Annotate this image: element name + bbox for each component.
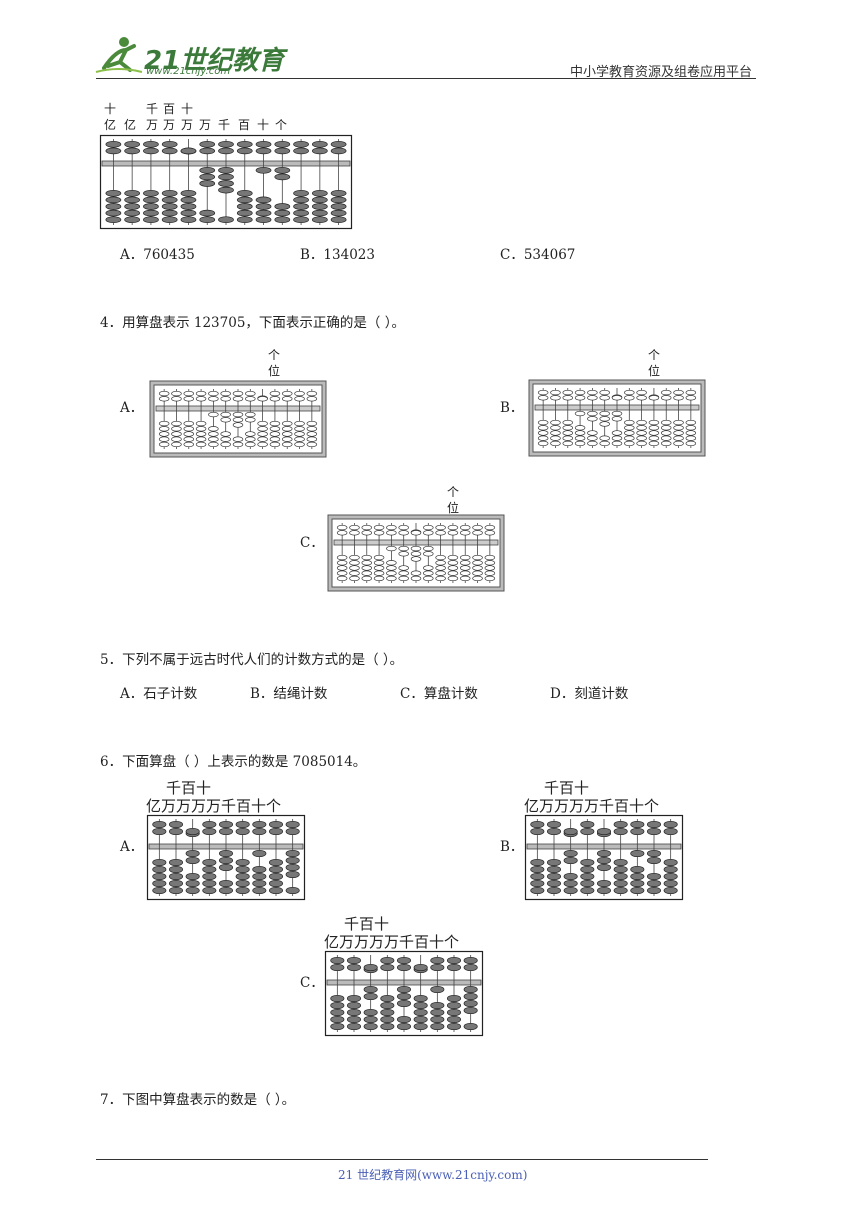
place-label: 十 — [104, 102, 117, 116]
place-label-bottom: 亿万万万万千百十个 — [524, 797, 660, 815]
place-label: 十 — [257, 118, 270, 132]
logo-title: 21世纪教育 — [144, 46, 285, 76]
abacus-option-b[interactable] — [524, 814, 684, 901]
place-label: 亿 — [104, 118, 117, 132]
option-a[interactable]: A．石子计数 — [120, 686, 198, 702]
option-a[interactable]: A．760435 — [120, 247, 195, 263]
abacus-option-c[interactable] — [327, 514, 505, 592]
question-6: 6．下面算盘（ ）上表示的数是 7085014。 — [100, 754, 367, 770]
option-c-label[interactable]: C． — [300, 975, 324, 991]
place-label-bottom: 亿万万万万千百十个 — [146, 797, 282, 815]
place-label: 千 — [218, 118, 231, 132]
place-label: 万 — [181, 118, 194, 132]
place-label: 千 — [146, 102, 159, 116]
abacus-figure — [99, 134, 353, 230]
unit-label: 位 — [447, 501, 460, 515]
unit-label: 个 — [648, 348, 661, 362]
option-b[interactable]: B．134023 — [300, 247, 375, 263]
option-a-label[interactable]: A． — [120, 400, 144, 416]
place-label: 个 — [275, 118, 288, 132]
unit-label: 个 — [447, 485, 460, 499]
option-b-label[interactable]: B． — [500, 400, 524, 416]
option-a-label[interactable]: A． — [120, 839, 144, 855]
place-label-top: 千百十 — [166, 779, 212, 797]
place-label: 万 — [163, 118, 176, 132]
place-label: 万 — [146, 118, 159, 132]
unit-label: 个 — [268, 348, 281, 362]
place-label: 百 — [163, 102, 176, 116]
question-7: 7．下图中算盘表示的数是（ ）。 — [100, 1092, 296, 1108]
abacus-option-c[interactable] — [324, 950, 484, 1037]
place-label-bottom: 亿万万万万千百十个 — [324, 933, 460, 951]
footer-divider — [96, 1159, 708, 1160]
option-b[interactable]: B．结绳计数 — [250, 686, 328, 702]
abacus-option-b[interactable] — [528, 379, 706, 457]
abacus-option-a[interactable] — [146, 814, 306, 901]
option-d[interactable]: D．刻道计数 — [550, 686, 629, 702]
platform-name: 中小学教育资源及组卷应用平台 — [570, 65, 753, 80]
question-4: 4．用算盘表示 123705，下面表示正确的是（ ）。 — [100, 315, 405, 331]
option-c-label[interactable]: C． — [300, 535, 324, 551]
place-label-top: 千百十 — [344, 915, 390, 933]
unit-label: 位 — [648, 364, 661, 378]
logo-url: www.21cnjy.com — [146, 66, 231, 77]
abacus-option-a[interactable] — [149, 380, 327, 458]
footer-text: 21 世纪教育网(www.21cnjy.com) — [338, 1168, 528, 1182]
place-label: 十 — [181, 102, 194, 116]
place-label-top: 千百十 — [544, 779, 590, 797]
unit-label: 位 — [268, 364, 281, 378]
question-5: 5．下列不属于远古时代人们的计数方式的是（ ）。 — [100, 652, 404, 668]
header-divider — [96, 78, 756, 79]
place-label: 百 — [238, 118, 251, 132]
place-label: 亿 — [124, 118, 137, 132]
place-label: 万 — [199, 118, 212, 132]
option-b-label[interactable]: B． — [500, 839, 524, 855]
runner-logo-icon — [95, 37, 143, 73]
option-c[interactable]: C．算盘计数 — [400, 686, 478, 702]
option-c[interactable]: C．534067 — [500, 247, 576, 263]
